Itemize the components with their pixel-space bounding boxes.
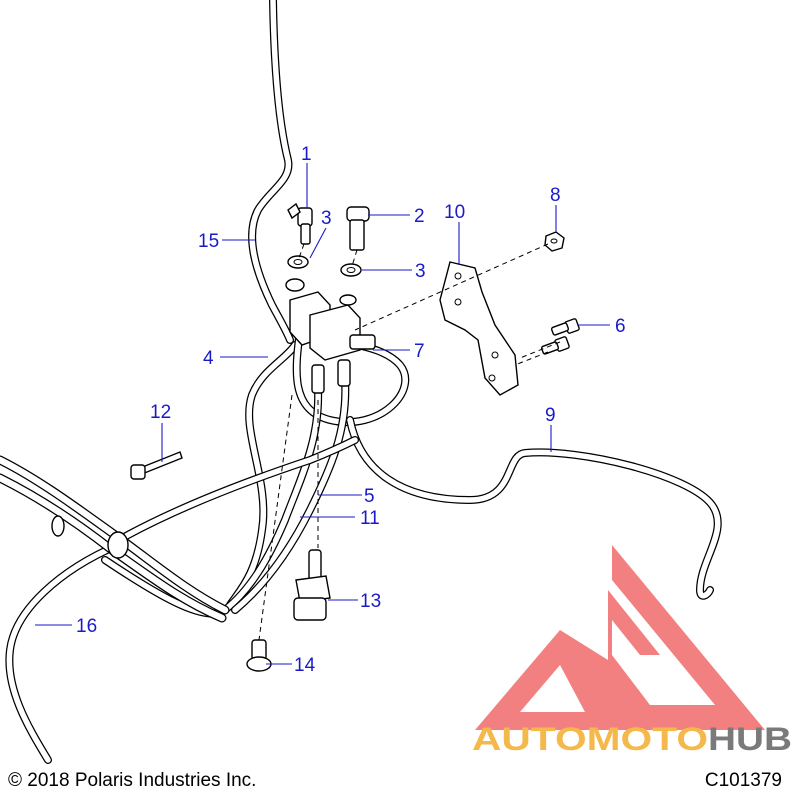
callout-4: 4 — [203, 348, 214, 369]
part-8-nut — [544, 231, 565, 252]
callout-14: 14 — [294, 655, 316, 676]
part-13-sensor — [293, 549, 331, 621]
copyright-notice: © 2018 Polaris Industries Inc. — [8, 770, 257, 791]
watermark-triangle-mark — [475, 545, 765, 730]
part-10-bracket — [439, 261, 519, 396]
part-1-bleeder — [287, 202, 313, 245]
callout-7: 7 — [414, 341, 425, 362]
callout-10: 10 — [444, 202, 465, 223]
callout-15: 15 — [198, 231, 219, 252]
part-6-bolts — [540, 318, 580, 355]
callout-13: 13 — [360, 591, 381, 612]
callout-2: 2 — [414, 206, 425, 227]
watermark-text-automoto: AUTOMOTO — [472, 721, 708, 757]
callout-5: 5 — [364, 486, 375, 507]
part-12-pin — [130, 451, 183, 480]
callout-16: 16 — [76, 616, 97, 637]
callout-1: 1 — [301, 144, 312, 165]
callout-9: 9 — [545, 405, 556, 426]
part-3-washers — [287, 255, 362, 277]
callout-6: 6 — [615, 316, 626, 337]
drawing-number: C101379 — [704, 770, 782, 791]
callout-leaders — [35, 163, 610, 665]
callout-11: 11 — [360, 508, 380, 529]
callout-labels: 1 2 3 3 4 5 6 7 8 9 10 11 12 13 14 15 16 — [76, 144, 626, 676]
alignment-lines — [258, 243, 561, 641]
callout-12: 12 — [150, 402, 171, 423]
part-14-bolt — [246, 639, 272, 672]
part-2-banjo-bolt — [346, 206, 370, 251]
callout-3a: 3 — [321, 208, 332, 229]
junction-block — [285, 278, 376, 394]
callout-3b: 3 — [415, 261, 426, 282]
callout-8: 8 — [550, 185, 561, 206]
watermark-logo: AUTOMOTO HUB — [472, 545, 792, 757]
watermark-text-hub: HUB — [708, 721, 792, 757]
line-clips — [51, 515, 129, 559]
